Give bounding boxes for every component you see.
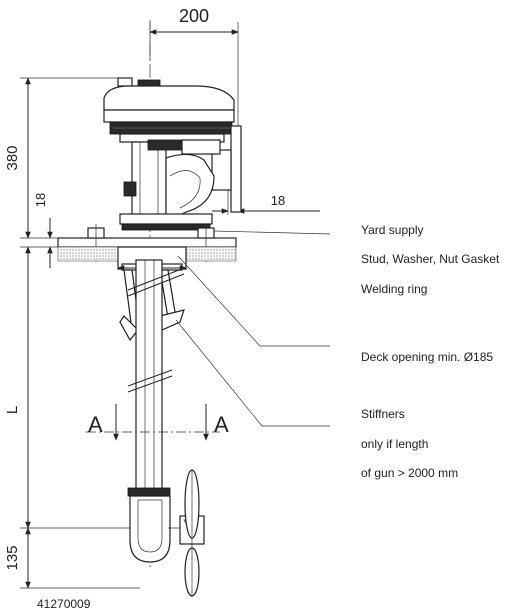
dim-overall-height: 380 <box>4 145 21 170</box>
dim-length: L <box>4 406 21 414</box>
callout-only-if-length: only if length <box>361 437 428 451</box>
callout-welding-ring: Welding ring <box>361 282 427 296</box>
dim-flange-thickness: 18 <box>33 193 48 207</box>
dimension-200: 200 <box>149 6 239 210</box>
dimension-18-right: 18 <box>212 180 320 215</box>
section-marker: A A <box>86 404 229 441</box>
dim-top-width: 200 <box>179 6 209 26</box>
callout-stiffners: Stiffners <box>361 407 405 421</box>
valve-body <box>119 139 221 231</box>
drawing-number: 41270009 <box>37 597 91 611</box>
callout-deck-opening: Deck opening min. Ø185 <box>361 350 493 364</box>
section-a-right: A <box>214 412 229 437</box>
section-a-left: A <box>88 412 103 437</box>
dim-bottom: 135 <box>4 545 21 570</box>
nozzle-head <box>127 469 205 597</box>
actuator-housing <box>103 77 242 213</box>
dimension-135: 135 <box>4 527 140 589</box>
dimension-380: 380 <box>4 77 130 239</box>
callout-gun-length: of gun > 2000 mm <box>361 466 458 480</box>
callout-yard-supply: Yard supply <box>361 223 423 237</box>
dim-offset-right: 18 <box>271 193 285 208</box>
deck-flange <box>57 224 237 271</box>
callout-stud-washer: Stud, Washer, Nut Gasket <box>361 252 500 266</box>
leaders <box>175 230 331 427</box>
lance-shaft <box>127 259 185 493</box>
dimension-l: L <box>4 246 130 529</box>
